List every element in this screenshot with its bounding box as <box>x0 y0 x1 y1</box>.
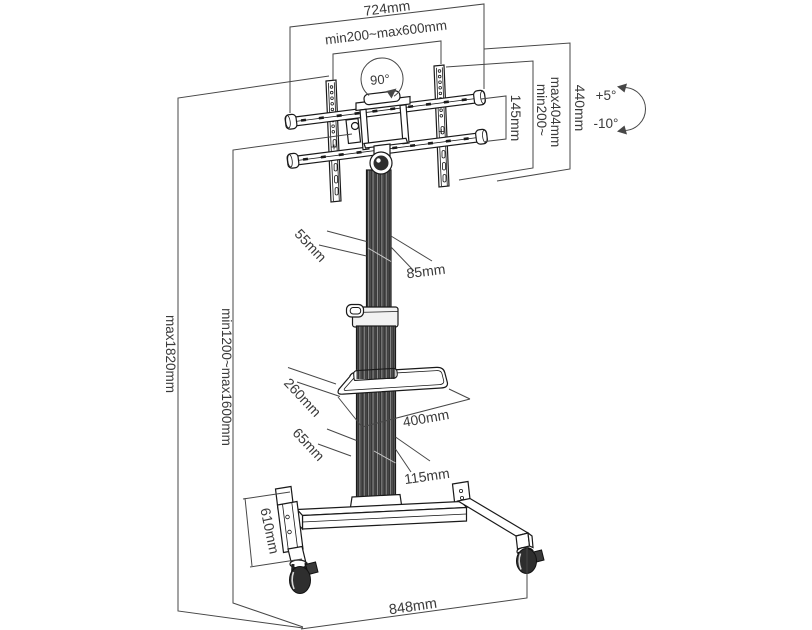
dim-pole-width: 85mm <box>406 261 447 282</box>
height-lock-collar <box>345 303 399 328</box>
tilt-arc-icon <box>617 83 646 135</box>
dim-line-top-width <box>289 3 485 113</box>
dim-line-pole-depth <box>318 230 367 257</box>
vesa-bracket-right <box>433 64 450 188</box>
dim-shelf-depth: 260mm <box>281 375 325 420</box>
dim-bracket-height: 440mm <box>572 85 588 132</box>
caster-front-right <box>516 546 545 574</box>
dim-max-height: max1820mm <box>163 315 178 393</box>
dimension-annotations: 724mm min200~max600mm 90° 145mm min200~ … <box>163 0 646 630</box>
dim-line-shelf-depth <box>287 367 341 397</box>
dim-line-vesa-width <box>332 40 442 80</box>
caster-front-left <box>289 559 319 594</box>
column <box>345 151 399 507</box>
lower-column <box>355 325 397 507</box>
dim-vesa-width-range: min200~max600mm <box>324 18 448 48</box>
vesa-bracket-left <box>325 79 342 203</box>
dim-rotation: 90° <box>370 71 391 88</box>
rotation-90-arc-icon <box>360 57 404 99</box>
dim-line-leg-length <box>242 491 303 568</box>
dim-tilt-down: -10° <box>594 116 619 131</box>
dim-line-screen-height <box>232 133 353 628</box>
dim-rail-spacing: 145mm <box>508 95 524 142</box>
dim-line-bracket-height <box>483 42 571 182</box>
dim-line-pole-width <box>390 235 433 272</box>
dim-vesa-height-line2: max404mm <box>548 77 563 148</box>
column-through-shelf <box>356 369 396 379</box>
pivot <box>369 151 393 175</box>
dim-line-rail-spacing <box>480 95 507 142</box>
left-leg <box>276 500 319 594</box>
shelf-column-cutout <box>353 367 398 381</box>
dim-lower-column-width: 115mm <box>403 465 450 487</box>
dim-line-shelf-width <box>337 388 471 428</box>
shelf-tray <box>337 366 449 395</box>
tv-mount-assembly <box>284 64 488 203</box>
dim-shelf-width: 400mm <box>401 406 450 430</box>
dim-screen-height-range: min1200~max1600mm <box>219 308 234 446</box>
dim-tilt-up: +5° <box>596 88 617 103</box>
right-leg <box>456 497 545 574</box>
upper-rail <box>284 89 486 130</box>
dim-top-width: 724mm <box>363 0 411 19</box>
dim-line-lower-width <box>395 436 431 473</box>
upper-pole <box>365 169 392 309</box>
dim-line-base-width <box>300 547 528 630</box>
dim-lower-column-depth: 65mm <box>290 425 328 464</box>
dim-vesa-height-line1: min200~ <box>534 84 549 136</box>
tilt-knob <box>350 121 360 131</box>
dim-line-lower-depth <box>317 428 357 457</box>
base-assembly <box>274 480 545 594</box>
dim-pole-depth: 55mm <box>292 226 330 265</box>
dim-line-max-height <box>177 75 330 629</box>
dim-line-vesa-height <box>445 60 534 181</box>
crossbar <box>295 500 468 531</box>
dim-base-width: 848mm <box>388 596 438 619</box>
